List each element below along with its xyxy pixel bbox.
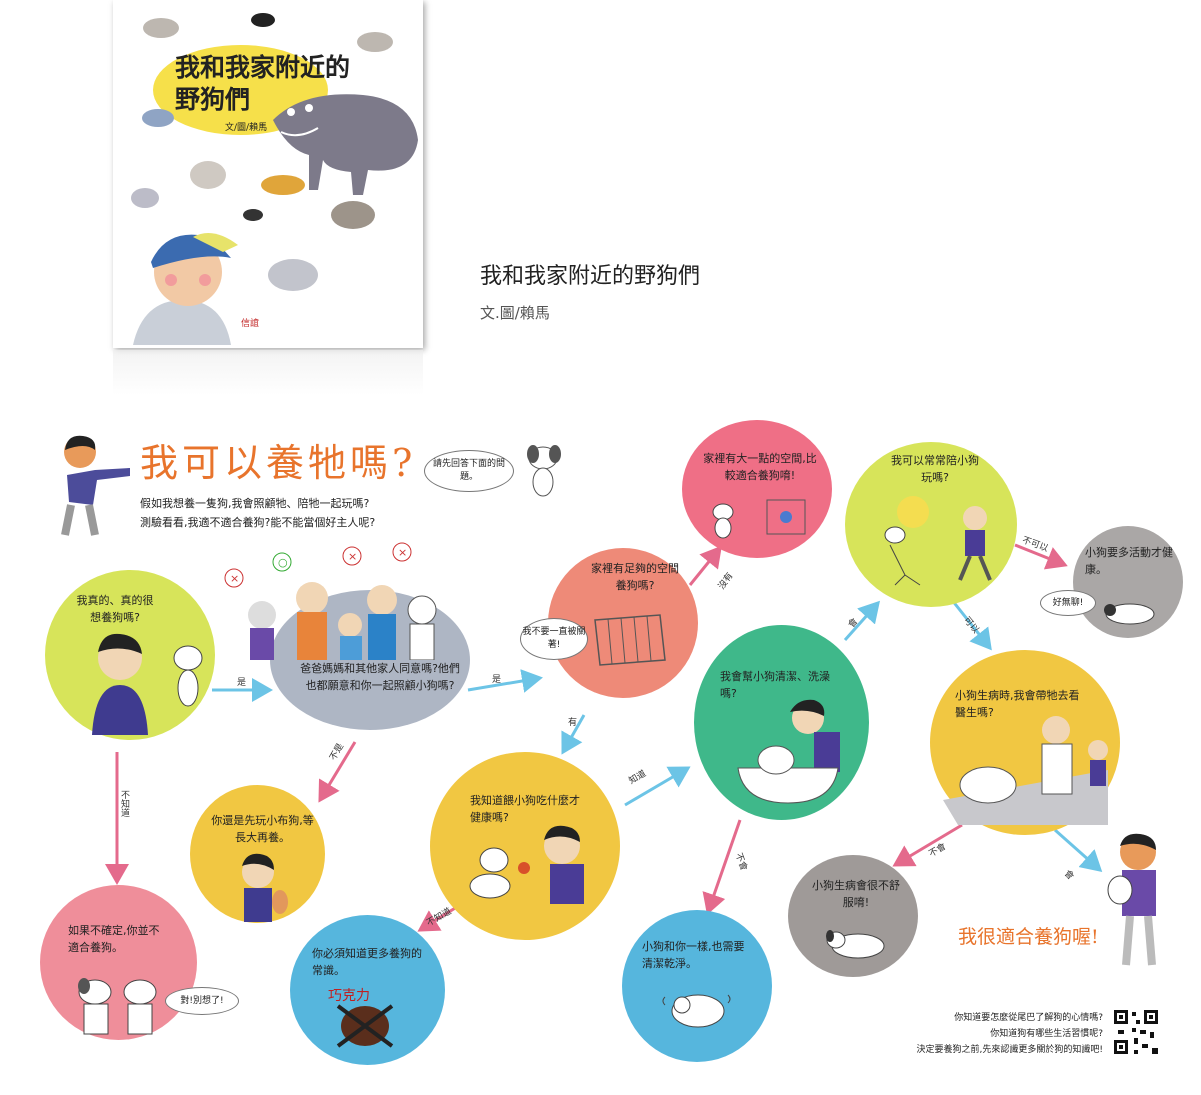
node-q13-text: 小狗和你一樣,也需要清潔乾淨。: [642, 940, 745, 970]
footer-line1: 你知道要怎麼從尾巴了解狗的心情嗎?: [954, 1013, 1103, 1023]
node-q5-text: 我可以常常陪小狗玩嗎?: [891, 454, 979, 484]
book-title: 我和我家附近的野狗們: [480, 264, 701, 289]
quiz-intro-line1: 假如我想養一隻狗,我會照顧牠、陪牠一起玩嗎?: [140, 497, 370, 510]
q12-chocolate-label: 巧克力: [328, 988, 370, 1004]
q12-crossed-chocolate-icon: [336, 1004, 394, 1048]
q9-boy-toy-illustration: [242, 853, 288, 922]
cover-reflection: [113, 350, 423, 395]
q6-lying-dog-illustration: [1104, 603, 1155, 625]
q1-boy-dog-illustration: [92, 633, 203, 735]
node-q13: [622, 910, 772, 1062]
q6-speech-bubble: 好無聊!: [1040, 590, 1096, 616]
q10-dogs-illustration: [78, 978, 157, 1035]
node-q12-text: 你必須知道更多養狗的常識。: [312, 947, 422, 977]
pointing-boy-illustration: [61, 435, 130, 536]
cover-title-line2: 野狗們: [175, 85, 251, 114]
book-cover[interactable]: 我和我家附近的 野狗們 文/圖/賴馬 信誼: [113, 0, 423, 348]
footer: 你知道要怎麼從尾巴了解狗的心情嗎? 你知道狗有哪些生活習慣呢? 決定要養狗之前,…: [840, 1010, 1103, 1058]
qr-code-icon[interactable]: [1112, 1008, 1160, 1056]
q8-vet-illustration: [943, 716, 1108, 825]
node-q14-text: 小狗生病會很不舒服唷!: [812, 879, 900, 909]
svg-text:×: ×: [348, 550, 357, 563]
q14-sick-dog-illustration: [826, 930, 885, 959]
q3-speech-bubble: 我不要一直被關著!: [520, 618, 588, 660]
node-q2-text: 爸爸媽媽和其他家人同意嗎?他們也都願意和你一起照顧小狗嗎?: [300, 662, 460, 692]
node-q3-text: 家裡有足夠的空間養狗嗎?: [591, 562, 679, 592]
q4-dog-cage-illustration: [712, 499, 806, 539]
label-q1-unknown: 不知道: [119, 790, 129, 817]
cover-title-line1: 我和我家附近的: [175, 53, 351, 82]
footer-line2: 你知道狗有哪些生活習慣呢?: [990, 1029, 1103, 1039]
q10-speech-bubble: 對!別想了!: [165, 987, 239, 1015]
book-author: 文.圖/賴馬: [480, 304, 550, 322]
svg-text:×: ×: [230, 572, 239, 585]
svg-text:○: ○: [278, 556, 288, 569]
node-q10: [40, 885, 197, 1040]
cover-byline: 文/圖/賴馬: [225, 123, 268, 133]
node-q1-text: 我真的、真的很想養狗嗎?: [76, 594, 154, 624]
node-q11: [430, 752, 620, 940]
label-q2-yes: 是: [492, 675, 502, 685]
label-q1-yes: 是: [237, 678, 247, 688]
node-q4-text: 家裡有大一點的空間,比較適合養狗唷!: [703, 452, 817, 482]
node-q8-text: 小狗生病時,我會帶牠去看醫生嗎?: [955, 689, 1080, 719]
cover-publisher: 信誼: [241, 319, 260, 329]
cover-illustration: [131, 13, 418, 345]
node-q6-text: 小狗要多活動才健康。: [1085, 546, 1173, 576]
footer-line3: 決定要養狗之前,先來認識更多關於狗的知識吧!: [916, 1045, 1103, 1055]
node-q9-text: 你還是先玩小布狗,等長大再養。: [211, 814, 314, 844]
q7-bath-illustration: [737, 699, 840, 804]
result-boy-dog-illustration: [1107, 833, 1156, 966]
node-q11-text: 我知道餵小狗吃什麼才健康嗎?: [470, 794, 580, 824]
q2-family-illustration: × ○ × ×: [224, 542, 437, 660]
node-q7-text: 我會幫小狗清潔、洗澡嗎?: [720, 670, 830, 700]
q11-feeding-illustration: [469, 825, 584, 904]
q13-wet-dog-illustration: [662, 994, 731, 1028]
q5-play-illustration: [884, 496, 992, 586]
result-text: 我很適合養狗喔!: [958, 926, 1099, 948]
header-dog-illustration: [527, 445, 561, 497]
svg-text:×: ×: [398, 546, 407, 559]
dog-speech-bubble: 請先回答下面的問題。: [424, 450, 514, 492]
quiz-intro-line2: 測驗看看,我適不適合養狗?能不能當個好主人呢?: [140, 516, 376, 529]
label-q3-have: 有: [568, 718, 578, 728]
node-q10-text: 如果不確定,你並不適合養狗。: [68, 924, 160, 954]
quiz-heading: 我可以養牠嗎?: [140, 441, 417, 485]
node-q4: [682, 420, 832, 558]
q3-cage-illustration: [594, 614, 666, 666]
